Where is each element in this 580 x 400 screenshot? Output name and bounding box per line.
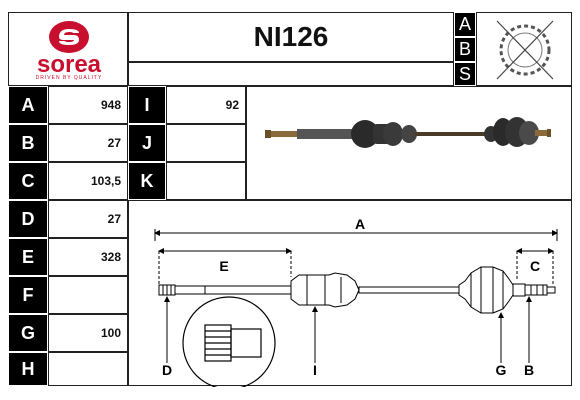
dimension-label-c: C xyxy=(530,258,540,274)
callout-label-i: I xyxy=(313,362,317,378)
spec-value-b: 27 xyxy=(48,124,128,162)
callout-label-g: G xyxy=(496,362,507,378)
spec-value-a: 948 xyxy=(48,86,128,124)
dimension-label-a: A xyxy=(355,216,365,232)
part-number: NI126 xyxy=(253,21,329,52)
spec-label-k: K xyxy=(128,162,166,200)
callout-label-b: B xyxy=(524,362,534,378)
spec-label-f: F xyxy=(8,276,48,314)
driveshaft-outline xyxy=(158,266,556,314)
spec-value-g: 100 xyxy=(48,314,128,352)
brand-logo: sorea DRIVEN BY QUALITY xyxy=(8,12,128,86)
spec-label-e: E xyxy=(8,238,48,276)
spec-label-c: C xyxy=(8,162,48,200)
dimension-label-e: E xyxy=(219,258,228,274)
driveshaft-photo-icon xyxy=(265,117,551,148)
brand-tagline: DRIVEN BY QUALITY xyxy=(35,75,103,81)
technical-drawing-box: A E C xyxy=(128,200,572,390)
spec-label-h: H xyxy=(8,352,48,386)
abs-ring-crossed-icon xyxy=(496,20,554,80)
product-photo-box xyxy=(246,86,572,200)
spec-value-c: 103,5 xyxy=(48,162,128,200)
spec-value-d: 27 xyxy=(48,200,128,238)
spec-value-j xyxy=(166,124,246,162)
part-number-box xyxy=(128,12,454,62)
spec-label-b: B xyxy=(8,124,48,162)
abs-letter-s: S xyxy=(454,62,476,86)
spec-value-k xyxy=(166,162,246,200)
abs-box xyxy=(476,12,572,86)
driveshaft-drawing: A E C xyxy=(154,216,558,390)
spec-label-d: D xyxy=(8,200,48,238)
spec-value-e: 328 xyxy=(48,238,128,276)
spec-label-g: G xyxy=(8,314,48,352)
spline-detail-circle xyxy=(182,296,276,390)
spec-label-i: I xyxy=(128,86,166,124)
spec-label-j: J xyxy=(128,124,166,162)
abs-letter-a: A xyxy=(454,12,476,37)
header-subrow xyxy=(128,62,454,86)
spec-value-f xyxy=(48,276,128,314)
callout-label-d: D xyxy=(162,362,172,378)
logo-emblem-icon xyxy=(49,21,89,53)
spec-value-i: 92 xyxy=(166,86,246,124)
brand-name: sorea xyxy=(36,51,102,78)
abs-letter-b: B xyxy=(454,37,476,62)
spec-value-h xyxy=(48,352,128,386)
spec-label-a: A xyxy=(8,86,48,124)
